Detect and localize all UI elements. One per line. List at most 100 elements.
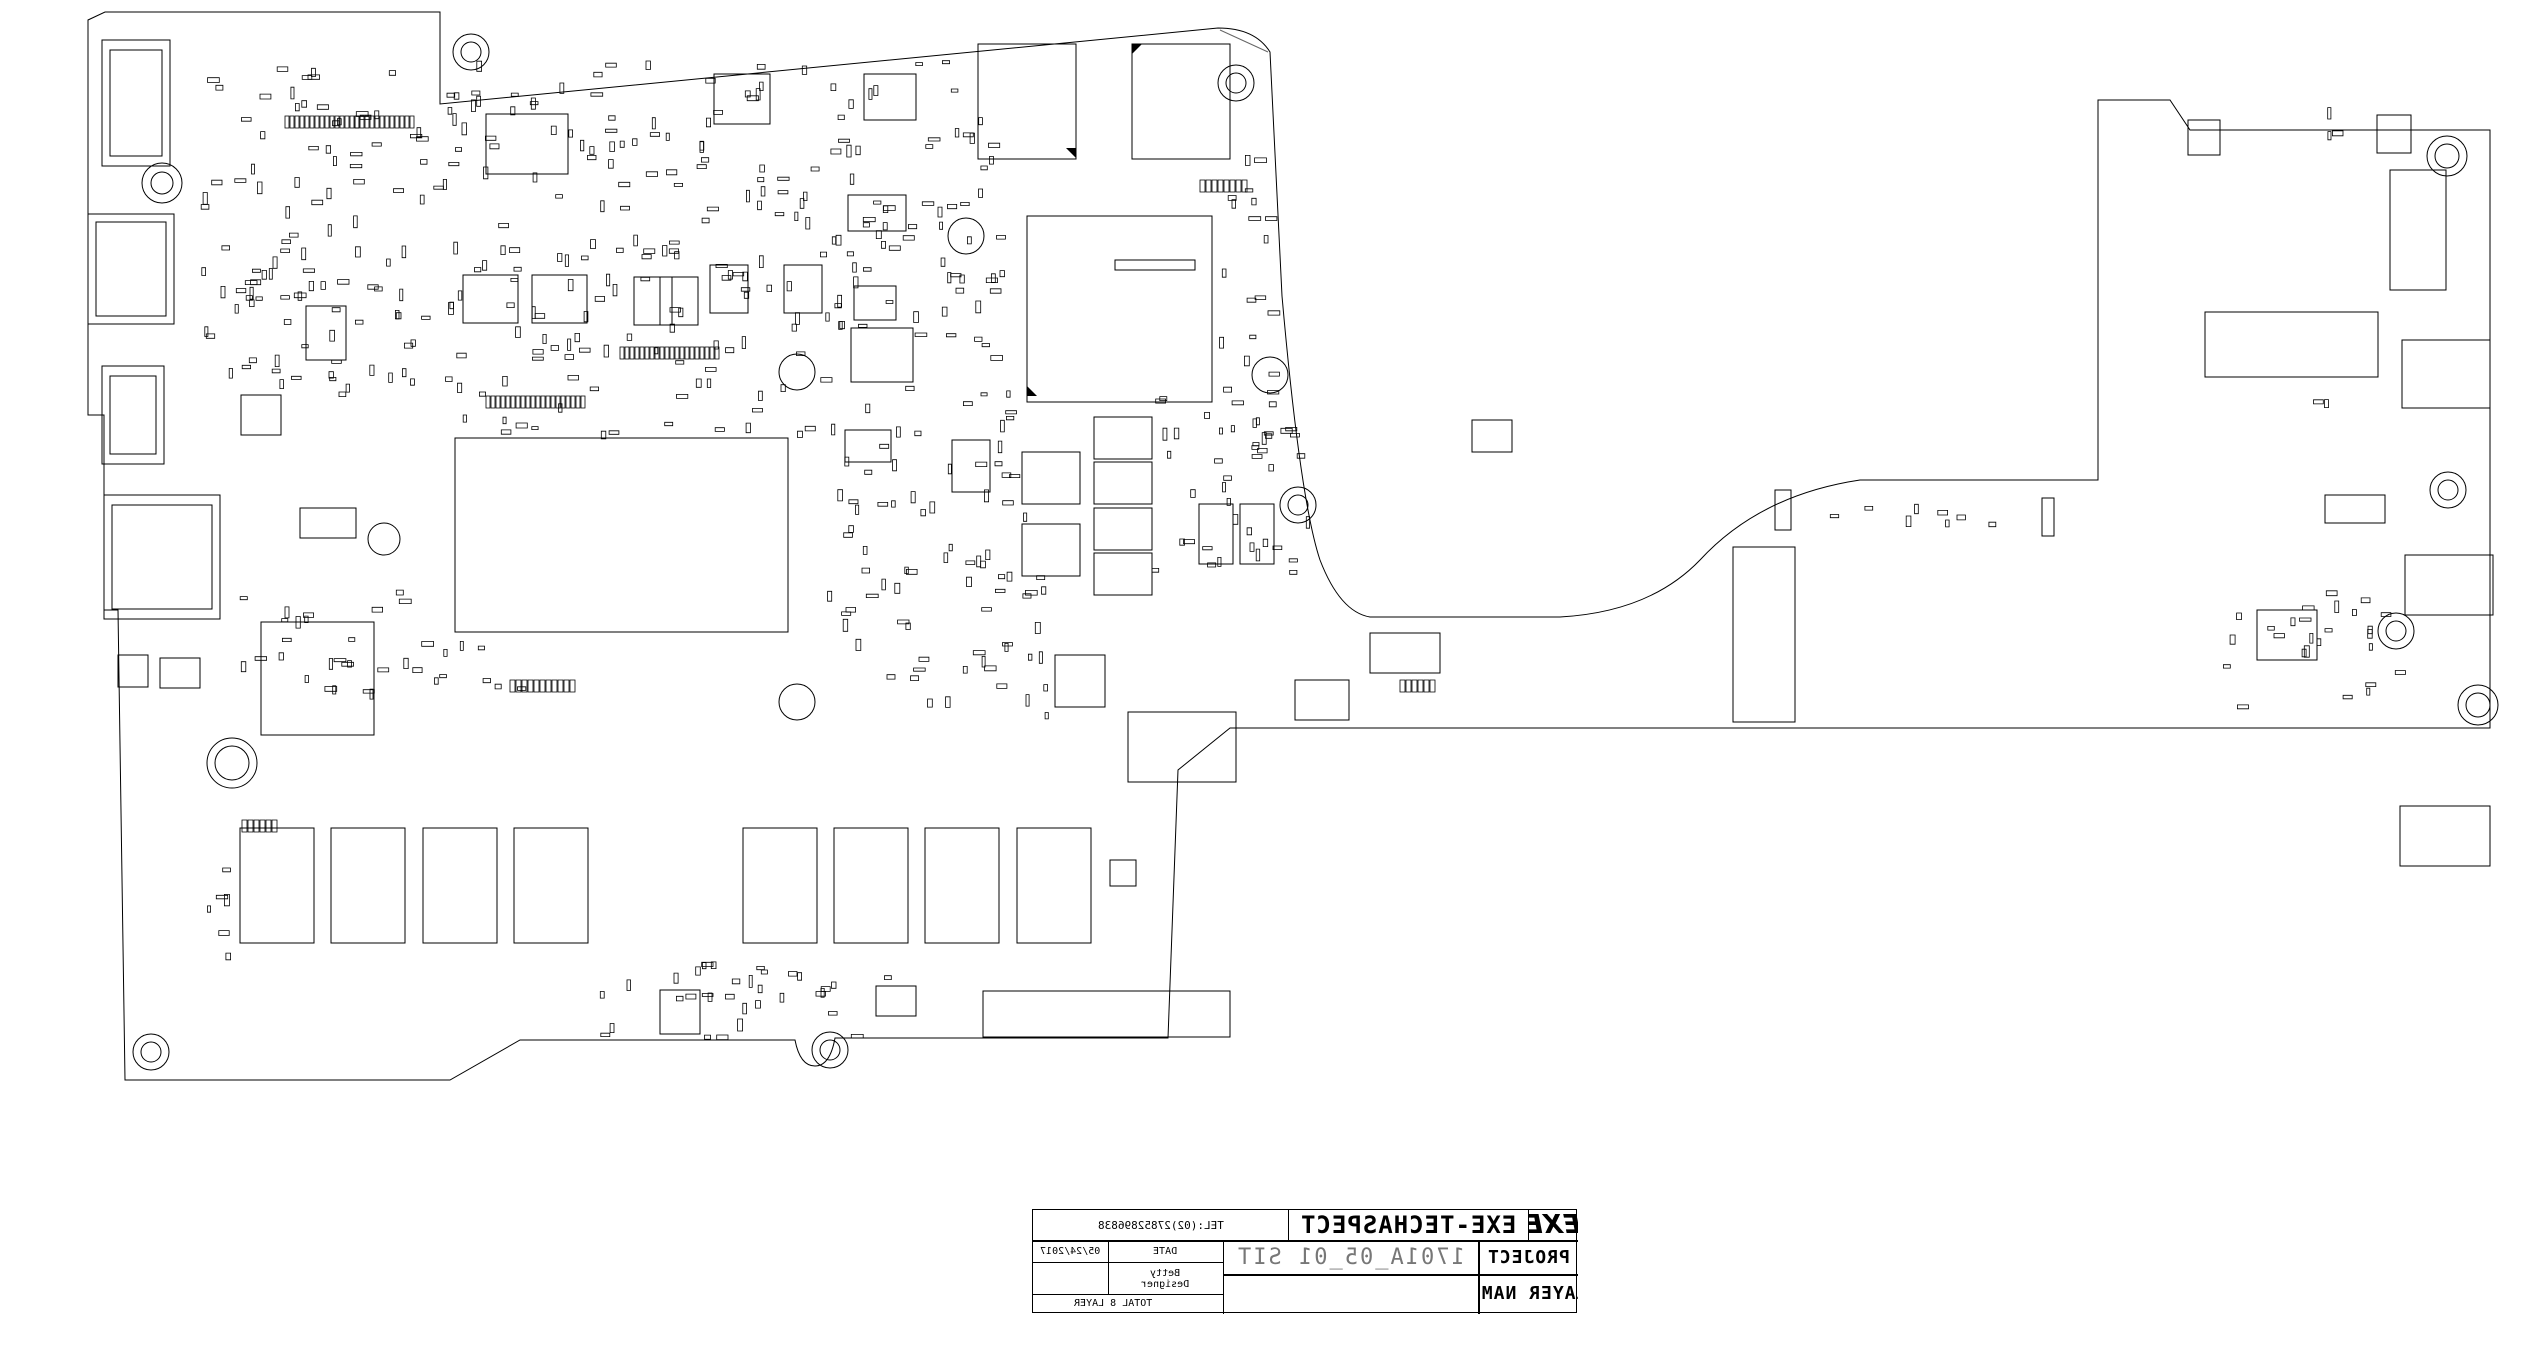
smd-component: [800, 199, 804, 209]
smd-component: [956, 288, 964, 293]
resistor-array-pin: [690, 347, 694, 359]
smd-component: [483, 679, 490, 683]
smd-component: [997, 235, 1006, 239]
smd-component: [976, 301, 981, 313]
board-outline: [88, 12, 2490, 1080]
smd-component: [650, 133, 659, 137]
smd-component: [333, 157, 336, 166]
smd-component: [1269, 372, 1279, 376]
smd-component: [457, 353, 466, 358]
resistor-array-pin: [1418, 680, 1423, 692]
smd-component: [411, 340, 415, 346]
smd-component: [326, 146, 330, 154]
smd-component: [707, 379, 710, 388]
smd-component: [982, 608, 992, 612]
smd-component: [421, 160, 427, 165]
smd-component: [883, 223, 887, 230]
resistor-array-pin: [546, 680, 551, 692]
smd-component: [865, 470, 872, 474]
smd-component: [982, 344, 989, 347]
smd-component: [700, 141, 704, 152]
smd-component: [722, 276, 731, 281]
smd-component: [741, 288, 750, 292]
smd-component: [846, 608, 856, 613]
smd-component: [829, 1012, 838, 1016]
smd-component: [302, 345, 308, 348]
smd-component: [460, 641, 463, 650]
smd-component: [607, 274, 610, 286]
smd-component: [252, 269, 260, 272]
smd-component: [838, 490, 843, 501]
smd-component: [241, 118, 251, 122]
smd-component: [1245, 189, 1253, 192]
smd-component: [417, 137, 429, 141]
smd-component: [714, 341, 718, 349]
smd-component: [258, 182, 263, 194]
smd-component: [828, 591, 832, 601]
smd-component: [856, 639, 861, 650]
smd-component: [674, 973, 678, 983]
smd-component: [556, 195, 563, 199]
smd-component: [838, 295, 842, 307]
smd-component: [963, 402, 972, 406]
smd-component: [2223, 665, 2230, 668]
smd-component: [378, 668, 389, 672]
smd-component: [246, 296, 252, 301]
smd-component: [884, 206, 896, 211]
smd-component: [778, 177, 789, 180]
resistor-array-pin: [635, 347, 639, 359]
smd-component: [928, 138, 940, 141]
smd-component: [514, 267, 521, 271]
smd-component: [621, 206, 630, 210]
smd-component: [839, 139, 850, 142]
resistor-array-pin: [528, 680, 533, 692]
smd-component: [590, 147, 594, 155]
smd-component: [447, 93, 455, 97]
smd-component: [1264, 432, 1273, 435]
smd-component: [396, 590, 403, 595]
smd-component: [413, 668, 422, 673]
layer-name-label-cell: LAYER NAME: [1478, 1274, 1578, 1312]
smd-component: [1010, 475, 1020, 478]
smd-component: [499, 223, 509, 227]
smd-component: [2300, 618, 2312, 621]
smd-component: [955, 129, 959, 138]
smd-component: [895, 583, 900, 593]
total-layer: TOTAL 8 LAYER: [1073, 1297, 1153, 1309]
smd-component: [749, 975, 752, 987]
smd-component: [1255, 296, 1266, 300]
smd-component: [332, 308, 340, 312]
smd-component: [780, 993, 784, 1002]
smd-component: [1224, 476, 1232, 480]
resistor-array-pin: [536, 396, 540, 408]
smd-component: [2326, 591, 2337, 596]
smd-component: [329, 659, 332, 670]
smd-component: [1865, 506, 1873, 510]
smd-component: [665, 422, 673, 425]
smd-component: [302, 101, 307, 108]
smd-component: [569, 130, 573, 137]
smd-component: [591, 93, 603, 96]
smd-component: [1208, 563, 1216, 567]
smd-component: [1037, 576, 1045, 580]
smd-component: [1268, 311, 1280, 315]
resistor-array-pin: [625, 347, 629, 359]
ic-pin1-marks[interactable]: [1027, 44, 1142, 396]
mounting-holes: [133, 34, 2498, 1070]
smd-component: [760, 82, 764, 91]
resistor-array-pin: [360, 116, 364, 128]
smd-component: [1250, 543, 1254, 552]
resistor-array-pin: [290, 116, 294, 128]
resistor-array-pin: [556, 396, 560, 408]
smd-component: [1946, 520, 1950, 527]
resistor-array-pin: [315, 116, 319, 128]
smd-component: [334, 659, 346, 662]
smd-component: [249, 358, 256, 363]
smd-component: [440, 675, 447, 678]
smd-component: [847, 252, 853, 256]
smd-component: [1232, 401, 1243, 405]
smd-component: [1035, 622, 1040, 633]
smd-component: [363, 690, 374, 693]
smd-component: [866, 594, 878, 597]
smd-component: [746, 423, 750, 433]
